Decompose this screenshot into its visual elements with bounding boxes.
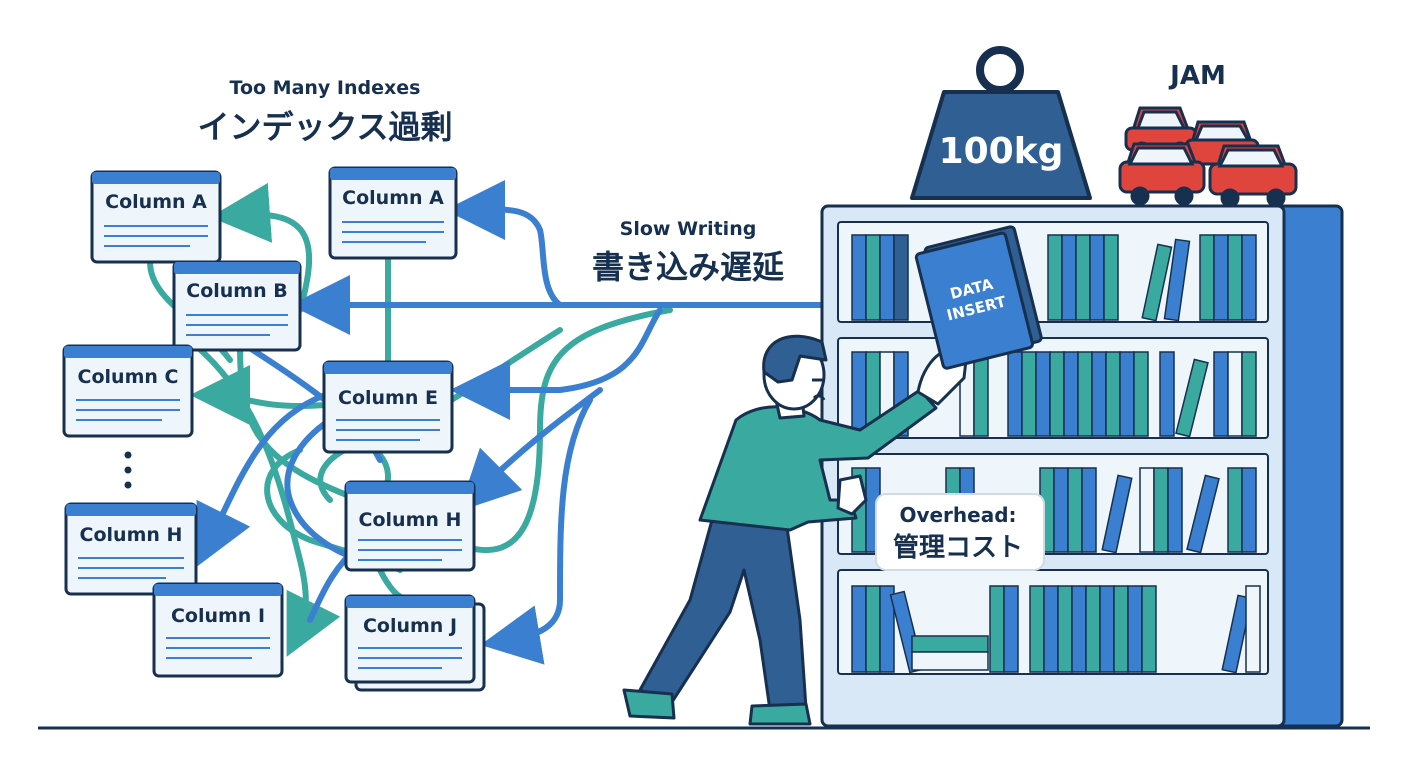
column-left-a-label: Column A [105,191,207,213]
overhead-callout: Overhead: 管理コスト [875,493,1045,571]
weight-label: 100kg [939,131,1064,172]
traffic-jam-cars [1118,106,1298,208]
jam-label: JAM [1168,61,1226,91]
column-card-center-a: Column A [328,166,458,260]
column-b-label: Column B [186,280,287,302]
too-many-indexes-heading: Too Many Indexes [230,77,421,99]
weight-icon: 100kg [910,46,1092,200]
column-j-label: Column J [363,615,457,637]
column-center-a-label: Column A [342,187,444,209]
car-icon [1118,142,1206,206]
column-h-left-label: Column H [80,524,183,546]
column-card-h-left: Column H [64,502,198,596]
too-many-indexes-jp-heading: インデックス過剰 [197,108,452,146]
column-e-label: Column E [338,387,438,409]
column-card-h-center: Column H [344,480,476,572]
column-card-j: Column J [344,594,486,692]
column-c-label: Column C [78,366,179,388]
column-card-b: Column B [172,260,302,352]
slow-writing-jp-heading: 書き込み遅延 [592,248,785,286]
column-ellipsis [124,451,132,489]
column-card-left-a: Column A [90,170,222,264]
overhead-label: Overhead: [899,503,1016,527]
overhead-jp-label: 管理コスト [893,533,1023,563]
slow-writing-heading: Slow Writing [620,218,757,240]
car-icon [1208,144,1298,208]
person-figure [622,334,968,726]
data-insert-book: DATA INSERT [914,225,1043,370]
column-h-center-label: Column H [359,509,462,531]
column-card-i: Column I [152,582,284,678]
column-card-c: Column C [62,344,194,438]
bookshelf [820,204,1344,728]
column-i-label: Column I [171,605,265,627]
column-card-e: Column E [322,360,454,454]
